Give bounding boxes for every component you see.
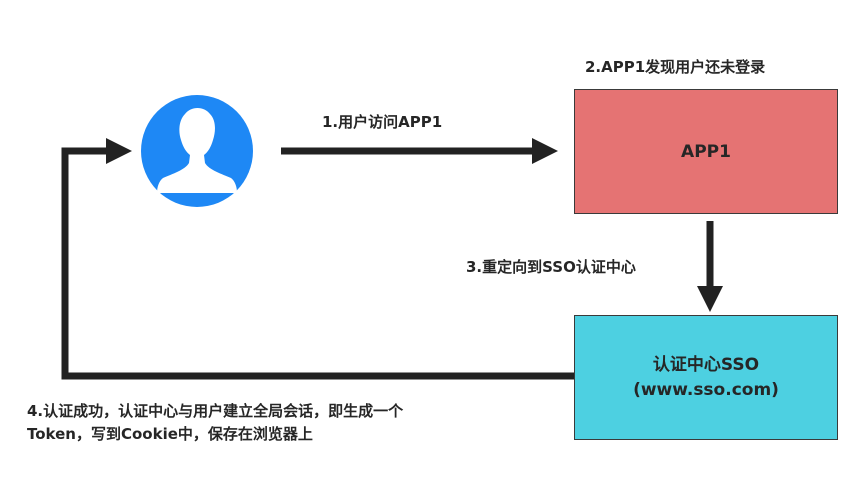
- step-1-label: 1.用户访问APP1: [322, 113, 443, 131]
- step-3-label: 3.重定向到SSO认证中心: [466, 258, 636, 276]
- user-avatar-icon: [141, 95, 253, 207]
- app1-node: APP1: [574, 89, 838, 214]
- step-4-label-line1: 4.认证成功，认证中心与用户建立全局会话，即生成一个: [27, 402, 404, 420]
- app1-status-annotation: 2.APP1发现用户还未登录: [585, 58, 766, 76]
- arrow-user-to-app1: [281, 138, 558, 164]
- arrow-sso-to-user: [61, 138, 574, 380]
- sso-node-label: 认证中心SSO: [652, 354, 760, 375]
- step-4-label-line2: Token，写到Cookie中，保存在浏览器上: [27, 425, 313, 443]
- sso-node: 认证中心SSO (www.sso.com): [574, 315, 838, 440]
- app1-node-label: APP1: [681, 141, 731, 162]
- sso-node-sublabel: (www.sso.com): [633, 379, 779, 400]
- arrow-app1-to-sso: [697, 221, 723, 312]
